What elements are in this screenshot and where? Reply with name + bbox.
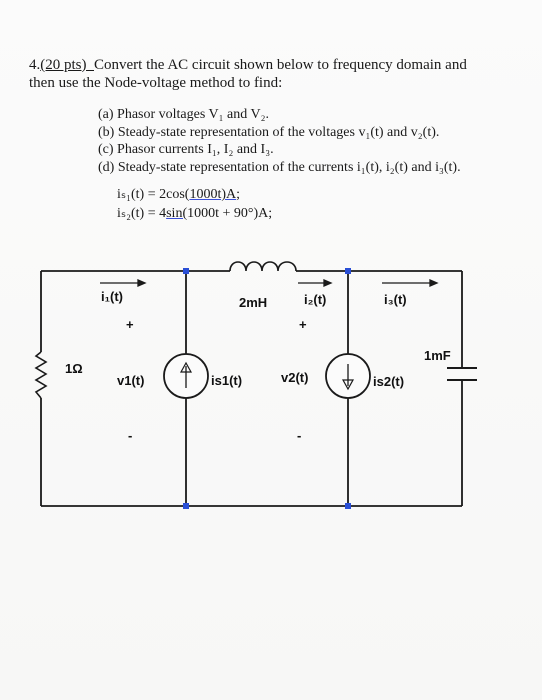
node-bottom-2 — [345, 503, 351, 509]
part-a: (a) Phasor voltages V₁ and V₂. — [98, 107, 269, 122]
part-b: (b) Steady-state representation of the v… — [98, 124, 440, 140]
v1-minus: - — [128, 428, 132, 443]
capacitor-1mf — [447, 367, 477, 381]
underline-gap — [87, 57, 95, 73]
circuit-wires — [40, 270, 463, 507]
v2-plus: + — [299, 317, 307, 332]
is2-rest: 1000t + 90°)A; — [187, 206, 273, 221]
problem-number: 4. — [29, 57, 41, 73]
resistor-1ohm — [34, 351, 48, 399]
problem-line2: then use the Node-voltage method to find… — [29, 75, 283, 91]
part-c: (c) Phasor currents I₁, I₂ and I₃. — [98, 142, 274, 157]
node-top-1 — [183, 268, 189, 274]
label-i2: i₂(t) — [304, 292, 326, 307]
is2-definition: iₛ₂(t) = 4sin(1000t + 90°)A; — [117, 204, 272, 223]
problem-points: (20 pts) — [40, 57, 87, 73]
is2-lhs: iₛ₂(t) = 4 — [117, 206, 167, 221]
is1-underlined: 1000t)A — [189, 187, 237, 202]
is2-underlined: sin( — [166, 206, 188, 221]
is1-end: ; — [236, 187, 240, 202]
source-definitions: iₛ₁(t) = 2cos(1000t)A; iₛ₂(t) = 4sin(100… — [117, 185, 272, 223]
parts-list: (a) Phasor voltages V₁ and V₂. (b) Stead… — [98, 106, 528, 176]
node-bottom-1 — [183, 503, 189, 509]
v1-plus: + — [126, 317, 134, 332]
is1-lhs: iₛ₁(t) = 2cos( — [117, 187, 190, 202]
current-source-is2 — [325, 353, 371, 399]
label-is1: is1(t) — [211, 373, 242, 388]
label-inductor: 2mH — [239, 295, 267, 310]
is1-definition: iₛ₁(t) = 2cos(1000t)A; — [117, 185, 272, 204]
current-arrows — [100, 279, 439, 287]
label-i1: i₁(t) — [101, 289, 123, 304]
label-resistor: 1Ω — [65, 361, 83, 376]
circuit-diagram: i₁(t) i₂(t) i₃(t) 2mH 1mF 1Ω v1(t) v2(t)… — [34, 261, 477, 509]
v2-minus: - — [297, 428, 301, 443]
circuit-nodes — [183, 268, 351, 509]
label-capacitor: 1mF — [424, 348, 451, 363]
inductor-2mh — [229, 261, 297, 272]
current-source-is1 — [163, 353, 209, 399]
problem-line1: Convert the AC circuit shown below to fr… — [94, 57, 467, 73]
label-v1: v1(t) — [117, 373, 144, 388]
problem-statement: 4.(20 pts) Convert the AC circuit shown … — [29, 56, 519, 92]
part-d: (d) Steady-state representation of the c… — [98, 159, 461, 175]
label-v2: v2(t) — [281, 370, 308, 385]
label-i3: i₃(t) — [384, 292, 407, 307]
node-top-2 — [345, 268, 351, 274]
label-is2: is2(t) — [373, 374, 404, 389]
